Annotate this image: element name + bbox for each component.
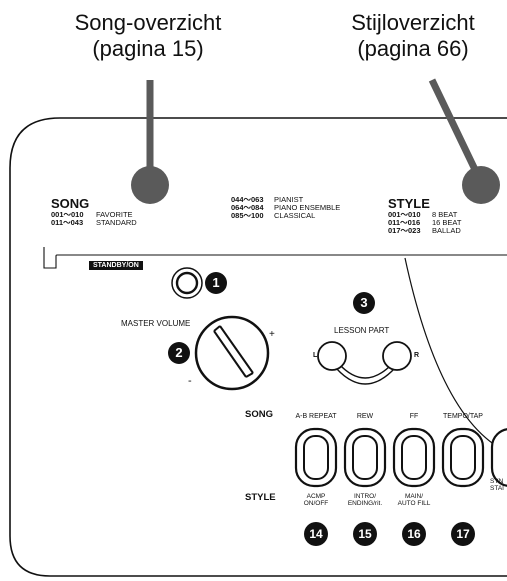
volume-minus-sign: - [188, 375, 192, 387]
callout-number-14: 14 [304, 522, 328, 546]
song-overview-callout: Song-overzicht (pagina 15) [48, 10, 248, 62]
sync-start-button-partial[interactable] [490, 428, 507, 487]
tempo-tap-button[interactable] [441, 427, 485, 488]
callout-number-1: 1 [205, 272, 227, 294]
intro-ending-label: INTRO/ ENDING/rit. [347, 493, 383, 507]
ab-repeat-label: A-B REPEAT [295, 413, 337, 420]
style-overview-callout: Stijloverzicht (pagina 66) [318, 10, 507, 62]
callout-number-16: 16 [402, 522, 426, 546]
lesson-left-button[interactable] [317, 341, 347, 371]
song-ranges-b: 044～063 064～084 085～100 [231, 195, 264, 220]
style-callout-line2: (pagina 66) [357, 36, 469, 61]
song-ranges-a: 001～010 011～043 [51, 210, 84, 227]
lesson-part-label: LESSON PART [334, 326, 390, 335]
lesson-left-label: L [313, 352, 318, 359]
song-list-heading: SONG [51, 196, 90, 211]
callout-number-15: 15 [353, 522, 377, 546]
callout-number-17: 17 [451, 522, 475, 546]
song-marker-dot [131, 166, 169, 204]
song-callout-line2: (pagina 15) [92, 36, 204, 61]
panel-arc [404, 257, 507, 453]
lesson-part-arc [335, 367, 396, 385]
panel-outline [9, 117, 507, 577]
lesson-right-button[interactable] [382, 341, 412, 371]
tempo-tap-label: TEMPO/TAP [443, 413, 483, 420]
panel-divider [43, 247, 507, 269]
song-callout-line1: Song-overzicht [74, 10, 222, 35]
style-list-heading: STYLE [388, 196, 430, 211]
song-categories-b: PIANIST PIANO ENSEMBLE CLASSICAL [274, 195, 341, 220]
style-callout-line1: Stijloverzicht [351, 10, 475, 35]
volume-plus-sign: + [269, 329, 275, 340]
style-categories: 8 BEAT 16 BEAT BALLAD [432, 210, 462, 235]
style-pointer-line [428, 78, 484, 182]
master-volume-label: MASTER VOLUME [121, 319, 191, 328]
lesson-right-label: R [414, 352, 420, 359]
song-row-label: SONG [245, 409, 273, 420]
style-marker-dot [462, 166, 500, 204]
rew-intro-button[interactable] [343, 427, 387, 488]
standby-on-label: STANDBY/ON [89, 261, 143, 270]
acmp-on-off-label: ACMP ON/OFF [303, 493, 329, 507]
rew-label: REW [356, 413, 374, 420]
sync-start-label: SYN STAI [490, 478, 504, 492]
standby-button[interactable] [171, 267, 203, 299]
ff-main-button[interactable] [392, 427, 436, 488]
style-row-label: STYLE [245, 492, 276, 503]
ab-repeat-acmp-button[interactable] [294, 427, 338, 488]
song-categories-a: FAVORITE STANDARD [96, 210, 137, 227]
main-auto-fill-label: MAIN/ AUTO FILL [397, 493, 431, 507]
callout-number-3: 3 [353, 292, 375, 314]
master-volume-knob[interactable] [194, 315, 270, 391]
style-ranges: 001～010 011～016 017～023 [388, 210, 421, 235]
ff-label: FF [409, 413, 419, 420]
callout-number-2: 2 [168, 342, 190, 364]
